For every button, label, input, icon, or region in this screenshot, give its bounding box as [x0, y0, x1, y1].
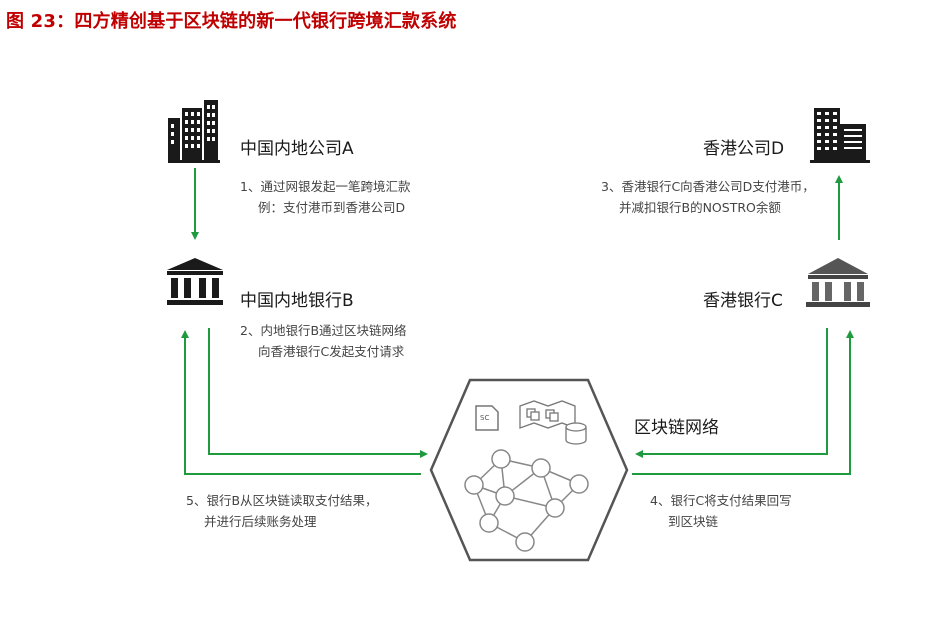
step4-line1: 4、银行C将支付结果回写	[650, 493, 792, 508]
arrow-step2	[208, 328, 428, 458]
bank-c-label: 香港银行C	[703, 291, 783, 311]
step2-line1: 2、内地银行B通过区块链网络	[240, 323, 407, 338]
bank-c-bank-icon	[806, 258, 870, 307]
bank-b-label: 中国内地银行B	[240, 291, 354, 311]
arrow-step5	[181, 330, 421, 475]
figure-title: 图 23：四方精创基于区块链的新一代银行跨境汇款系统	[6, 11, 457, 32]
step3-note: 3、香港银行C向香港公司D支付港币， 并减扣银行B的NOSTRO余额	[601, 176, 815, 218]
company-d-building-icon	[810, 108, 870, 163]
svg-text:SC: SC	[480, 414, 489, 422]
bank-b-bank-icon	[167, 258, 223, 305]
step3-line2: 并减扣银行B的NOSTRO余额	[619, 200, 781, 215]
step4-line2: 到区块链	[668, 514, 719, 529]
step4-note: 4、银行C将支付结果回写 到区块链	[650, 490, 792, 532]
step2-note: 2、内地银行B通过区块链网络 向香港银行C发起支付请求	[240, 320, 407, 362]
step3-line1: 3、香港银行C向香港公司D支付港币，	[601, 179, 815, 194]
arrow-step4	[635, 328, 828, 458]
ledger-map-icon	[519, 400, 576, 429]
step2-line2: 向香港银行C发起支付请求	[258, 344, 405, 359]
blockchain-network-label: 区块链网络	[634, 418, 719, 438]
blockchain-network-icon: SC	[429, 378, 629, 562]
company-a-label: 中国内地公司A	[240, 139, 354, 159]
smart-contract-icon: SC	[475, 405, 499, 431]
arrow-network-to-c	[632, 330, 854, 475]
step1-line1: 1、通过网银发起一笔跨境汇款	[240, 179, 411, 194]
step5-note: 5、银行B从区块链读取支付结果， 并进行后续账务处理	[186, 490, 378, 532]
company-a-building-icon	[168, 100, 220, 163]
step1-line2: 例：支付港币到香港公司D	[258, 200, 406, 215]
database-icon	[565, 422, 587, 445]
company-d-label: 香港公司D	[703, 139, 785, 159]
step1-note: 1、通过网银发起一笔跨境汇款 例：支付港币到香港公司D	[240, 176, 410, 218]
step5-line2: 并进行后续账务处理	[204, 514, 317, 529]
step5-line1: 5、银行B从区块链读取支付结果，	[186, 493, 378, 508]
